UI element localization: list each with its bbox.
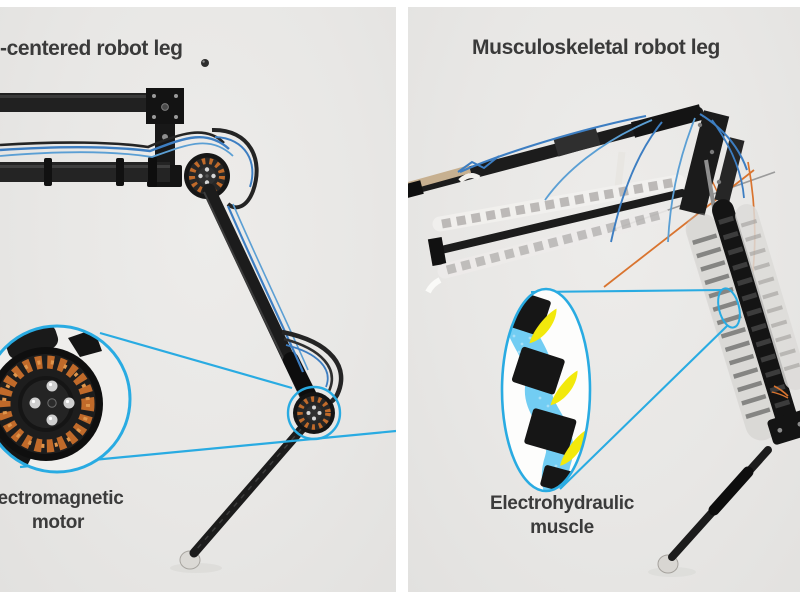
electromagnetic-motor-label: lectromagnetic motor	[0, 487, 168, 535]
electrohydraulic-muscle-label: Electrohydraulic muscle	[454, 492, 670, 540]
panel-musculoskeletal-leg: Musculoskeletal robot leg Electrohydraul…	[408, 7, 800, 592]
shank-muscle-stack	[685, 199, 800, 445]
left-robot-illustration	[0, 59, 396, 573]
left-body-tube	[0, 157, 170, 187]
knee-motor	[286, 385, 342, 441]
muscle-zoom-callout	[500, 287, 592, 493]
muscle-callout-lines	[530, 288, 728, 490]
motor-label-line2: motor	[31, 511, 85, 533]
thigh-muscle-chains	[425, 174, 686, 294]
left-lower-leg	[179, 419, 311, 570]
panel-motor-centered-leg: -centered robot leg lectromagnetic motor	[0, 7, 396, 592]
left-upper-leg	[202, 183, 320, 411]
muscle-electrodes	[502, 289, 577, 491]
loose-screw	[201, 59, 209, 67]
left-cable-bundle	[0, 127, 259, 210]
muscle-diagram	[502, 289, 586, 491]
motor-label-line1: lectromagnetic	[0, 488, 124, 509]
muscle-marker-ellipse	[717, 287, 741, 329]
ankle-wires	[771, 385, 789, 399]
right-panel-title: Musculoskeletal robot leg	[472, 36, 720, 59]
knee-callout-ring	[286, 385, 342, 441]
hip-cable-arcs	[459, 113, 748, 243]
muscle-label-line2: muscle	[530, 516, 594, 538]
motor-zoom-callout	[0, 324, 132, 474]
ankle-block	[767, 409, 800, 445]
hip-bracket	[630, 104, 745, 216]
right-lower-leg	[657, 446, 772, 574]
shank-spine	[712, 199, 800, 440]
muscle-ribs	[692, 233, 772, 423]
muscle-oil-pouches	[529, 308, 586, 466]
right-robot-illustration	[408, 104, 800, 577]
muscle-label-line1: Electrohydraulic	[489, 493, 635, 514]
left-panel-title: -centered robot leg	[0, 37, 183, 60]
